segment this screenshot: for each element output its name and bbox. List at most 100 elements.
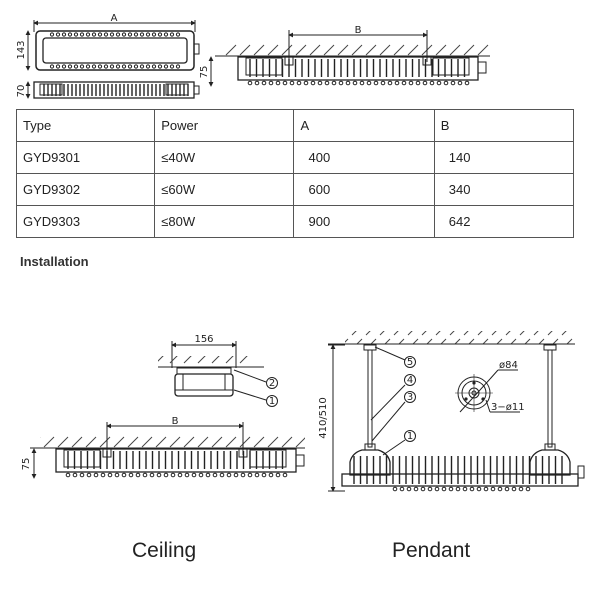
dim-diameter-84: ø84: [499, 360, 518, 371]
dim-143-label: 143: [16, 40, 27, 59]
bolt-mark: [289, 80, 295, 86]
bolt-mark: [261, 472, 267, 478]
bolt-mark: [151, 64, 157, 69]
bolt-mark: [352, 80, 358, 86]
bolt-mark: [151, 32, 157, 37]
bolt-mark: [247, 80, 253, 86]
dim-a-label: A: [111, 13, 118, 24]
bolt-mark: [177, 472, 183, 478]
table-header-row: Type Power A B: [15, 109, 575, 142]
bolt-mark: [93, 472, 99, 478]
bolt-mark: [331, 80, 337, 86]
bolt-mark: [121, 32, 127, 37]
bolt-mark: [247, 472, 253, 478]
bolt-mark: [457, 80, 463, 86]
bolt-mark: [86, 472, 92, 478]
bolt-mark: [429, 80, 435, 86]
bolt-mark: [191, 472, 197, 478]
callout-1: 1: [269, 396, 275, 407]
bolt-mark: [79, 472, 85, 478]
bolt-mark: [261, 80, 267, 86]
bolt-mark: [49, 32, 55, 37]
bolt-mark: [324, 80, 330, 86]
bolt-mark: [317, 80, 323, 86]
bolt-mark: [49, 64, 55, 69]
bolt-mark: [85, 32, 91, 37]
bolt-mark: [109, 32, 115, 37]
bolt-mark: [61, 64, 67, 69]
cell-power: ≤40W: [154, 141, 295, 174]
bolt-mark: [163, 472, 169, 478]
bolt-mark: [240, 472, 246, 478]
bolt-mark: [427, 486, 433, 492]
bolt-mark: [163, 32, 169, 37]
cell-type: GYD9302: [15, 173, 156, 206]
top-view-drawing: A 143: [16, 13, 200, 71]
dim-410-510-label: 410/510: [318, 397, 329, 439]
bolt-mark: [73, 32, 79, 37]
bolt-mark: [157, 32, 163, 37]
header-power: Power: [154, 109, 295, 142]
bolt-mark: [205, 472, 211, 478]
bolt-mark: [115, 64, 121, 69]
bolt-mark: [198, 472, 204, 478]
bolt-mark: [142, 472, 148, 478]
bolt-mark: [65, 472, 71, 478]
callout-2: 2: [269, 378, 275, 389]
bolt-mark: [169, 64, 175, 69]
bolt-mark: [79, 64, 85, 69]
ceiling-side-view-drawing: B 75: [21, 416, 305, 479]
cell-b: 642: [433, 205, 575, 238]
bolt-mark: [525, 486, 531, 492]
bolt-mark: [441, 486, 447, 492]
bolt-mark: [387, 80, 393, 86]
bolt-mark: [175, 64, 181, 69]
bolt-mark: [157, 64, 163, 69]
bolt-mark: [100, 472, 106, 478]
dim-70-label: 70: [16, 85, 27, 98]
bolt-mark: [359, 80, 365, 86]
bolt-mark: [282, 472, 288, 478]
flange-detail-icon: [455, 369, 520, 413]
cell-type: GYD9301: [15, 141, 156, 174]
bolt-mark: [212, 472, 218, 478]
bolt-mark: [135, 472, 141, 478]
dim-3-holes-11: 3−ø11: [491, 402, 525, 413]
bolt-mark: [114, 472, 120, 478]
bolt-mark: [462, 486, 468, 492]
bolt-mark: [121, 472, 127, 478]
bolt-mark: [408, 80, 414, 86]
bolt-mark: [219, 472, 225, 478]
bolt-mark: [296, 80, 302, 86]
bolt-mark: [73, 64, 79, 69]
bolt-mark: [254, 80, 260, 86]
bolt-mark: [103, 32, 109, 37]
bolt-mark: [127, 32, 133, 37]
bolt-mark: [268, 80, 274, 86]
bolt-mark: [91, 32, 97, 37]
bolt-mark: [394, 80, 400, 86]
top-ceiling-view-drawing: B 75: [199, 25, 490, 87]
bolt-mark: [455, 486, 461, 492]
cell-type: GYD9303: [15, 205, 156, 238]
callout-5: 5: [407, 357, 413, 368]
bolt-mark: [149, 472, 155, 478]
bolt-mark: [156, 472, 162, 478]
bolt-mark: [275, 80, 281, 86]
bolt-mark: [254, 472, 260, 478]
side-view-drawing: 70: [16, 81, 200, 99]
pendant-drawing: 410/510 5 4 3 1: [318, 331, 585, 492]
callout-1-pendant: 1: [407, 431, 413, 442]
bolt-mark: [55, 32, 61, 37]
bolt-mark: [511, 486, 517, 492]
bolt-mark: [476, 486, 482, 492]
bolt-mark: [380, 80, 386, 86]
bolt-mark: [233, 472, 239, 478]
bolt-mark: [107, 472, 113, 478]
table-row: GYD9301 ≤40W 400 140: [15, 141, 575, 174]
bolt-mark: [504, 486, 510, 492]
bolt-mark: [169, 32, 175, 37]
bolt-mark: [303, 80, 309, 86]
bolt-mark: [373, 80, 379, 86]
bolt-mark: [79, 32, 85, 37]
